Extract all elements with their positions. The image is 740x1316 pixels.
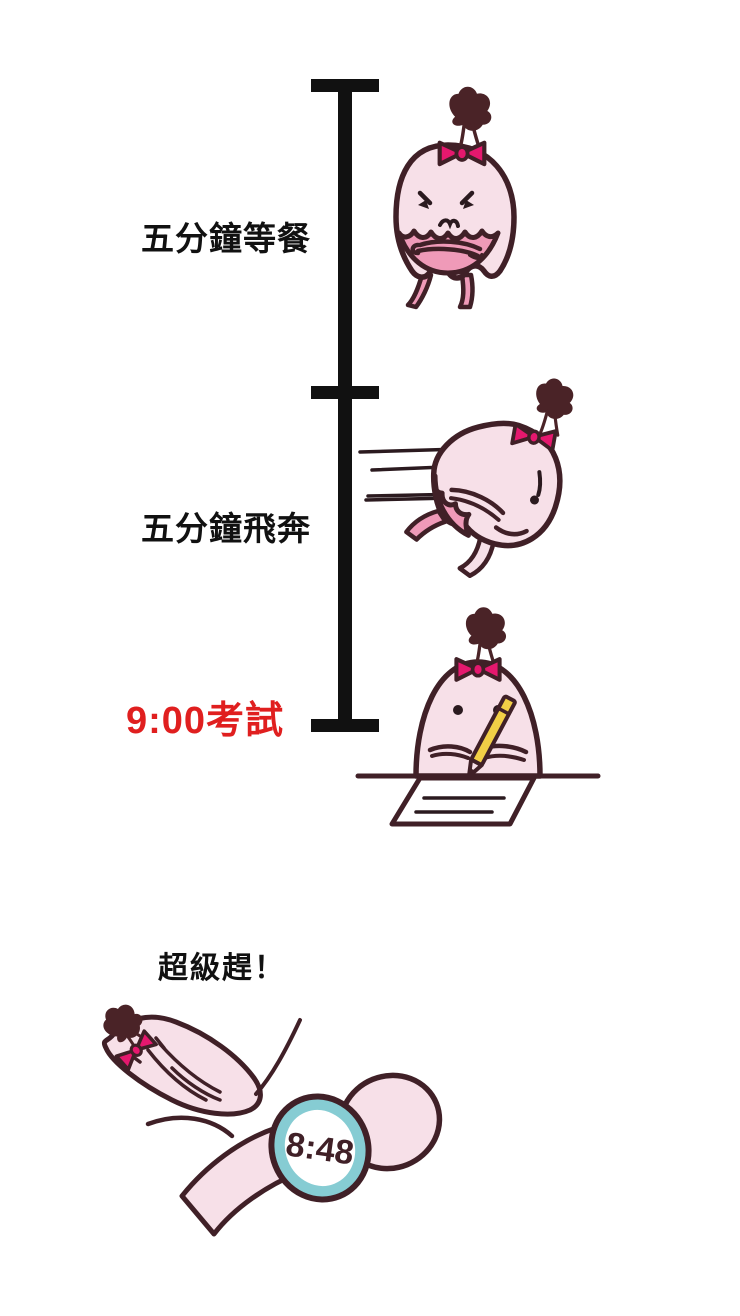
timeline-label-wait: 五分鐘等餐 (141, 220, 311, 257)
scene-rushing-with-watch: 8:48 (94, 994, 443, 1237)
pencil-icon (466, 694, 517, 779)
timeline-vertical-bar (338, 82, 352, 732)
timeline-label-run: 五分鐘飛奔 (141, 510, 311, 547)
caption-super-rush: 超級趕！ (158, 952, 286, 985)
wristwatch: 8:48 (268, 1093, 372, 1203)
timeline-axis (311, 79, 379, 732)
motion-arc-lower (145, 1115, 235, 1139)
exam-eye-left (453, 705, 463, 715)
exam-paper (389, 775, 537, 827)
timeline-tick-bottom (311, 719, 379, 732)
character-exam (355, 605, 601, 827)
speed-lines (358, 446, 497, 502)
watch-time-text: 8:48 (284, 1125, 357, 1172)
character-running (358, 374, 578, 579)
exam-eye-right (493, 705, 503, 715)
motion-arc-upper (254, 1018, 302, 1096)
timeline-label-exam: 9:00考試 (126, 700, 285, 742)
timeline-tick-top (311, 79, 379, 92)
watch-strap (179, 1125, 303, 1237)
running-eye (530, 495, 540, 505)
character-rushing-body (94, 994, 302, 1139)
character-angry-waiting (393, 85, 517, 310)
timeline-tick-middle (311, 386, 379, 399)
hand-fist (337, 1072, 443, 1172)
